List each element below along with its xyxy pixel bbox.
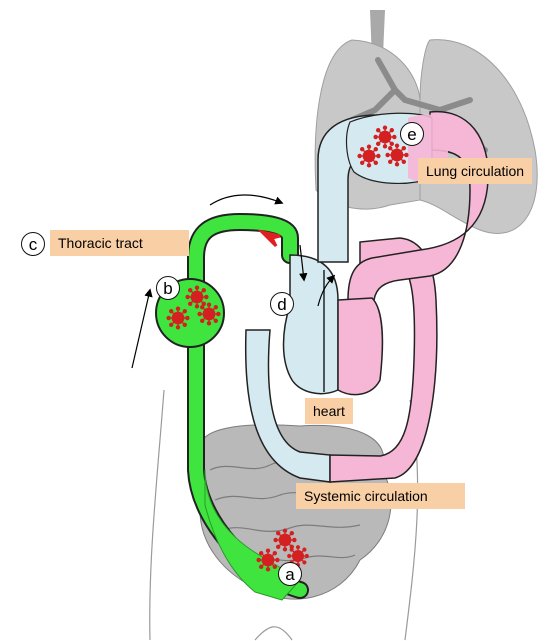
- marker-a: a: [278, 562, 302, 586]
- marker-b: b: [156, 276, 180, 300]
- marker-c: c: [21, 232, 45, 256]
- label-systemic-circulation: Systemic circulation: [296, 483, 465, 509]
- label-thoracic-tract: Thoracic tract: [50, 230, 189, 256]
- label-heart: heart: [305, 398, 353, 424]
- label-lung-circulation: Lung circulation: [418, 158, 532, 184]
- marker-d: d: [270, 292, 294, 316]
- marker-e: e: [400, 122, 424, 146]
